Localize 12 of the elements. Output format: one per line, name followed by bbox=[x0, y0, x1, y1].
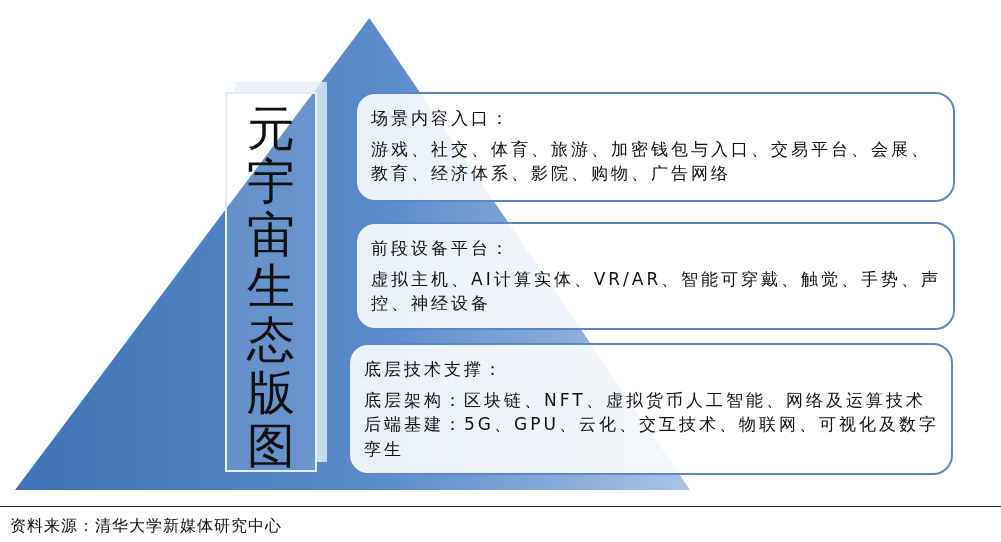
layer-box bbox=[348, 343, 953, 475]
pyramid-title: 元宇宙生态版图 bbox=[247, 102, 295, 472]
layer-heading: 场景内容入口： bbox=[371, 107, 512, 130]
layer-description: 后端基建：5G、GPU、云化、交互技术、物联网、可视化及数字孪生 bbox=[364, 413, 940, 461]
layer-heading: 前段设备平台： bbox=[371, 237, 512, 260]
layer-description: 虚拟主机、AI计算实体、VR/AR、智能可穿戴、触觉、手势、声控、神经设备 bbox=[371, 267, 943, 316]
layer-box bbox=[355, 222, 955, 330]
layer-box bbox=[355, 92, 955, 202]
source-caption: 资料来源：清华大学新媒体研究中心 bbox=[10, 516, 282, 537]
layer-description: 游戏、社交、体育、旅游、加密钱包与入口、交易平台、会展、教育、经济体系、影院、购物、广告网络 bbox=[371, 137, 932, 186]
layer-heading: 底层技术支撑： bbox=[364, 358, 505, 381]
layer-description: 底层架构：区块链、NFT、虚拟货币人工智能、网络及运算技术 bbox=[364, 388, 927, 412]
